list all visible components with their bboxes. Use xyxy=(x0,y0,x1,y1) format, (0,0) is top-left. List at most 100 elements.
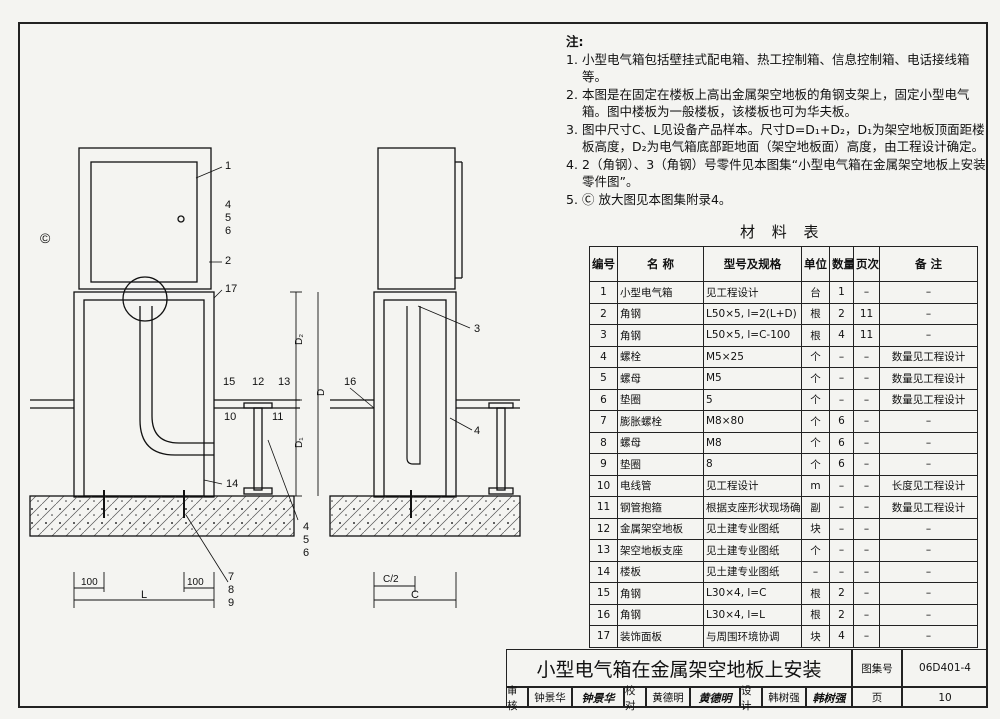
atlas-label: 图集号 xyxy=(852,649,902,687)
item-name: 装饰面板 xyxy=(617,625,704,648)
item-remark: – xyxy=(879,302,978,325)
label-9: 9 xyxy=(228,597,234,609)
item-qty: – xyxy=(829,539,854,562)
item-page: 11 xyxy=(853,302,880,325)
reviewer-label: 审核 xyxy=(506,685,528,712)
header-spec: 型号及规格 xyxy=(703,246,802,282)
item-no: 10 xyxy=(589,474,618,497)
item-remark: – xyxy=(879,582,978,605)
item-no: 13 xyxy=(589,539,618,562)
item-spec: M5 xyxy=(703,367,802,390)
designer-label: 设计 xyxy=(740,685,762,712)
header-page: 页次 xyxy=(853,246,880,282)
note-5: 5.Ⓒ 放大图见本图集附录4。 xyxy=(566,191,732,207)
item-unit: m xyxy=(801,474,830,497)
item-qty: 4 xyxy=(829,324,854,347)
electrical-box xyxy=(78,147,212,290)
item-unit: 个 xyxy=(801,410,830,433)
label-2: 2 xyxy=(225,255,231,267)
label-5b: 5 xyxy=(303,534,309,546)
item-no: 6 xyxy=(589,388,618,411)
item-remark: – xyxy=(879,517,978,540)
item-name: 钢管抱箍 xyxy=(617,496,704,519)
item-qty: 6 xyxy=(829,410,854,433)
item-unit: 块 xyxy=(801,517,830,540)
table-header-row: 编号 名 称 型号及规格 单位 数量 页次 备 注 xyxy=(589,246,978,282)
item-no: 5 xyxy=(589,367,618,390)
page-number: 10 xyxy=(902,687,988,708)
item-qty: – xyxy=(829,367,854,390)
item-name: 螺母 xyxy=(617,367,704,390)
label-13: 13 xyxy=(278,376,290,388)
item-spec: 见工程设计 xyxy=(703,281,802,304)
label-3: 3 xyxy=(474,323,480,335)
item-no: 11 xyxy=(589,496,618,519)
item-spec: 与周围环境协调 xyxy=(703,625,802,648)
item-unit: 个 xyxy=(801,367,830,390)
checker-label: 校对 xyxy=(624,685,646,712)
item-page: 11 xyxy=(853,324,880,347)
designer-signature: 韩树强 xyxy=(806,687,852,708)
item-remark: 数量见工程设计 xyxy=(879,496,978,519)
item-remark: – xyxy=(879,324,978,347)
label-6a: 6 xyxy=(225,225,231,237)
item-name: 金属架空地板 xyxy=(617,517,704,540)
item-qty: 2 xyxy=(829,302,854,325)
item-unit: 个 xyxy=(801,388,830,411)
item-spec: L50×5, l=2(L+D) xyxy=(703,302,802,325)
item-no: 14 xyxy=(589,560,618,583)
item-page: – xyxy=(853,453,880,476)
item-qty: 6 xyxy=(829,453,854,476)
item-unit: 根 xyxy=(801,324,830,347)
box-door xyxy=(90,161,198,283)
label-6b: 6 xyxy=(303,547,309,559)
item-page: – xyxy=(853,582,880,605)
front-view xyxy=(29,147,319,608)
item-name: 架空地板支座 xyxy=(617,539,704,562)
item-qty: – xyxy=(829,388,854,411)
item-no: 17 xyxy=(589,625,618,648)
item-remark: – xyxy=(879,410,978,433)
header-qty: 数量 xyxy=(829,246,854,282)
conduit xyxy=(139,306,214,456)
item-remark: – xyxy=(879,539,978,562)
item-unit: – xyxy=(801,560,830,583)
label-7: 7 xyxy=(228,571,234,583)
header-remark: 备 注 xyxy=(879,246,978,282)
item-page: – xyxy=(853,410,880,433)
label-1: 1 xyxy=(225,160,231,172)
sheet-border xyxy=(18,22,988,708)
side-frame-outer xyxy=(373,291,457,498)
side-box xyxy=(377,147,456,290)
reviewer-name: 钟景华 xyxy=(528,687,572,708)
item-page: – xyxy=(853,474,880,497)
note-2: 2.本图是在固定在楼板上高出金属架空地板的角钢支架上，固定小型电气箱。图中楼板为… xyxy=(566,86,970,120)
header-no: 编号 xyxy=(589,246,618,282)
item-spec: L30×4, l=L xyxy=(703,603,802,626)
item-page: – xyxy=(853,345,880,368)
item-page: – xyxy=(853,388,880,411)
label-15: 15 xyxy=(223,376,235,388)
atlas-number: 06D401-4 xyxy=(902,649,988,687)
item-unit: 个 xyxy=(801,453,830,476)
item-remark: – xyxy=(879,431,978,454)
item-name: 楼板 xyxy=(617,560,704,583)
item-name: 角钢 xyxy=(617,582,704,605)
item-unit: 个 xyxy=(801,539,830,562)
floor-slab-side xyxy=(329,495,521,537)
item-name: 角钢 xyxy=(617,603,704,626)
item-qty: – xyxy=(829,517,854,540)
item-page: – xyxy=(853,517,880,540)
item-qty: 4 xyxy=(829,625,854,648)
item-name: 电线管 xyxy=(617,474,704,497)
